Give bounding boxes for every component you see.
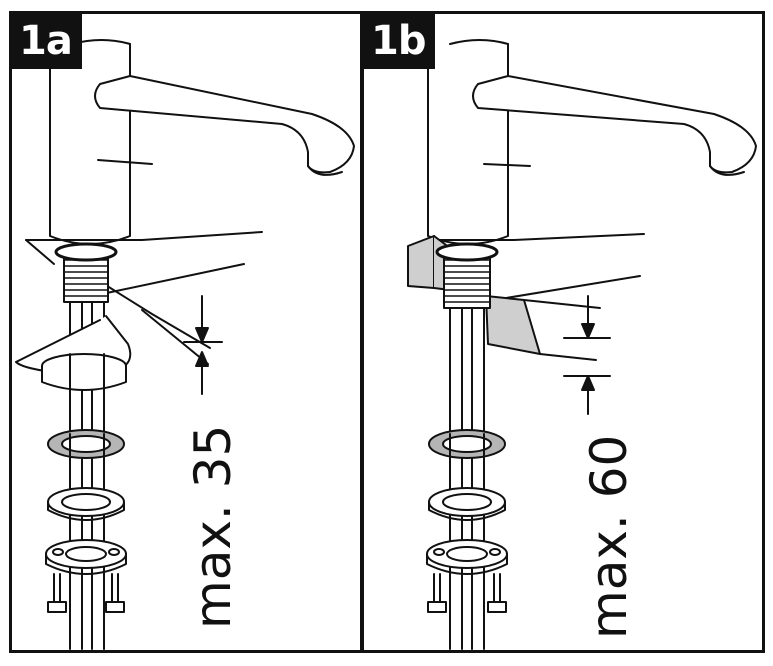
spout: [472, 75, 757, 174]
counter-top: [423, 233, 645, 241]
panel-1b: 1b max. 60: [361, 11, 765, 653]
supply-hoses: [449, 307, 485, 650]
dimension-label: max. 60: [580, 434, 638, 639]
counter-top: [25, 231, 263, 241]
supply-hoses: [69, 301, 105, 650]
spacer-block: [407, 235, 435, 289]
counter-edge: [103, 283, 211, 349]
faucet-illustration-1b: [407, 39, 757, 650]
panel-1a: 1a max. 35: [9, 11, 363, 653]
faucet-body: [49, 43, 131, 245]
panel-tag: 1a: [12, 14, 82, 69]
dimension-label: max. 35: [184, 424, 242, 629]
faucet-illustration-1a: [15, 39, 355, 650]
o-ring: [435, 242, 499, 262]
faucet-body: [427, 43, 509, 245]
dimension-arrows: [563, 295, 611, 415]
spout: [94, 75, 355, 174]
faucet-top: [449, 39, 509, 45]
dimension-arrows: [183, 295, 223, 395]
counter-wedge: [485, 295, 541, 355]
o-ring: [54, 242, 118, 262]
panel-tag: 1b: [364, 14, 436, 69]
mounting-screws: [427, 573, 507, 613]
mounting-screws: [47, 573, 125, 613]
